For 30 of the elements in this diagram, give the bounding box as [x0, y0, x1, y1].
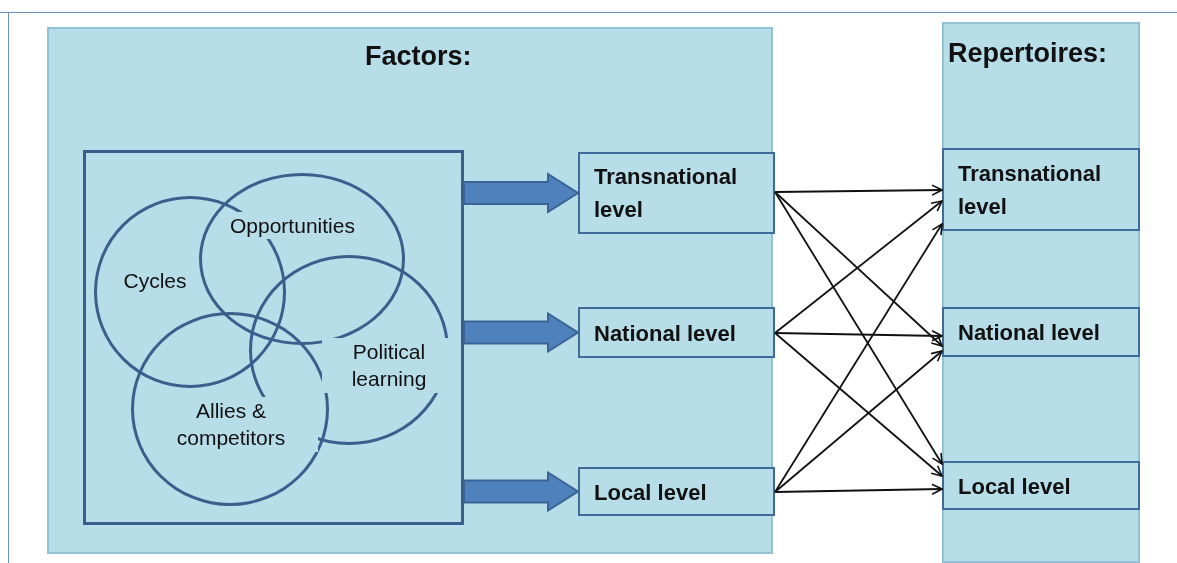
- node-label: National level: [958, 318, 1101, 347]
- panel-title: Repertoires:: [948, 38, 1108, 69]
- arrow: [774, 191, 943, 465]
- panel: [942, 22, 1140, 563]
- process-box: [942, 461, 1140, 510]
- process-box: [942, 307, 1140, 357]
- arrow: [774, 330, 943, 342]
- process-box: [578, 307, 775, 358]
- arrow: [774, 332, 943, 477]
- node-label: National level: [594, 319, 737, 347]
- process-box: [578, 467, 775, 516]
- process-box: [578, 152, 775, 234]
- panel-title: Factors:: [365, 41, 472, 72]
- block-arrow: [463, 311, 580, 354]
- arrow: [774, 350, 943, 493]
- arrow: [774, 223, 943, 493]
- block-arrow: [463, 172, 580, 214]
- block-arrow: [463, 470, 580, 513]
- circle-label: Allies & competitors: [144, 397, 318, 452]
- panel: [47, 27, 773, 554]
- node-label: Local level: [594, 478, 708, 506]
- node-label: Local level: [958, 472, 1072, 500]
- arrow: [774, 483, 943, 495]
- container-box: [83, 150, 464, 525]
- venn-circle: [131, 312, 329, 506]
- node-label: Transnational level: [594, 163, 739, 224]
- process-box: [942, 148, 1140, 231]
- node-label: Transnational level: [958, 159, 1103, 221]
- arrow: [774, 184, 943, 196]
- circle-label: Opportunities: [228, 212, 357, 240]
